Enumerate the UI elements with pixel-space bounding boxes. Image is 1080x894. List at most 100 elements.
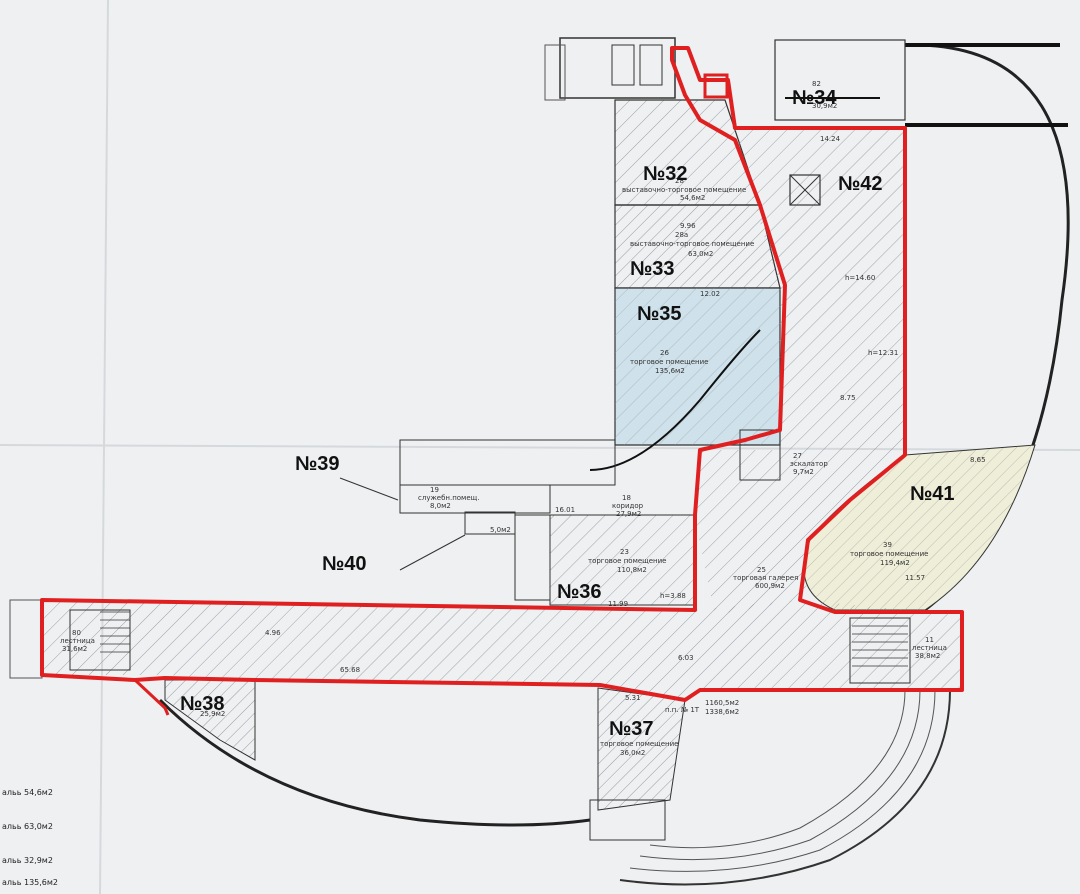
room-36-label: №36 bbox=[557, 581, 602, 603]
outline-notch bbox=[133, 678, 170, 716]
room-39-outline[interactable] bbox=[399, 484, 551, 514]
top-right-rooms bbox=[774, 39, 906, 121]
left-stair-area: 31,6м2 bbox=[62, 645, 87, 653]
room-35-area-text: 135,6м2 bbox=[655, 367, 685, 375]
legend-line-2: альь 63,0м2 bbox=[2, 822, 53, 831]
wc-room bbox=[639, 44, 663, 86]
room-41-number: 39 bbox=[883, 541, 892, 549]
room-33-label: №33 bbox=[630, 258, 675, 280]
dim-603: 6.03 bbox=[678, 654, 694, 662]
left-stair-number: 80 bbox=[72, 629, 81, 637]
room-42-label: №42 bbox=[838, 173, 883, 195]
legend-line-3: альь 32,9м2 bbox=[2, 856, 53, 865]
facade-curve-bottom bbox=[158, 698, 591, 827]
room-37-label: №37 bbox=[609, 718, 654, 740]
stair-block bbox=[544, 44, 566, 101]
legend-line-4: альь 135,6м2 bbox=[2, 878, 58, 887]
room-38-area-text: 25,9м2 bbox=[200, 710, 225, 718]
paper-fold-line bbox=[99, 0, 109, 894]
escalator-title: эскалатор bbox=[790, 460, 828, 468]
room-36-area-text: 110,8м2 bbox=[617, 566, 647, 574]
right-stair-title: лестница bbox=[912, 644, 947, 652]
gallery-area: 600,9м2 bbox=[755, 582, 785, 590]
totals-line1: 1160,5м2 bbox=[705, 699, 739, 707]
room-37-dim: 5.31 bbox=[625, 694, 641, 702]
right-stair-number: 11 bbox=[925, 636, 934, 644]
gallery-number: 25 bbox=[757, 566, 766, 574]
room-39-title: служебн.помещ. bbox=[418, 494, 479, 502]
room-33-dim: 9.96 bbox=[680, 222, 696, 230]
dim-875: 8.75 bbox=[840, 394, 856, 402]
right-stair-steps bbox=[852, 625, 908, 667]
dim-h2: h=12.31 bbox=[868, 349, 898, 357]
gallery-area[interactable] bbox=[42, 600, 962, 700]
leased-area-outline bbox=[40, 46, 964, 702]
room-40-pointer bbox=[399, 534, 466, 571]
room-35-dim: 12.02 bbox=[700, 290, 720, 298]
left-stair-title: лестница bbox=[60, 637, 95, 645]
corridor-number: 18 bbox=[622, 494, 631, 502]
room-33-number: 28а bbox=[675, 231, 688, 239]
right-stair bbox=[849, 617, 911, 684]
room-34-area: 30,9м2 bbox=[812, 102, 837, 110]
room-40-area-text: 5,0м2 bbox=[490, 526, 511, 534]
totals-unit: п.п. № 1Т bbox=[665, 706, 700, 714]
room-34-label: №34 bbox=[792, 87, 837, 109]
entrance-steps bbox=[629, 689, 936, 872]
room-39-area-text: 8,0м2 bbox=[430, 502, 451, 510]
left-stair-steps bbox=[100, 611, 130, 653]
room-41-dim: 8.65 bbox=[970, 456, 986, 464]
room-39-pointer bbox=[339, 477, 399, 501]
room-41-label: №41 bbox=[910, 483, 955, 505]
room-36-title: торговое помещение bbox=[588, 557, 666, 565]
lift-shaft bbox=[789, 174, 821, 206]
corridor-area: 27,9м2 bbox=[616, 510, 641, 518]
room-38-label: №38 bbox=[180, 693, 225, 715]
escalator-area: 9,7м2 bbox=[793, 468, 814, 476]
marker-line bbox=[589, 329, 761, 471]
corridor-title: коридор bbox=[612, 502, 644, 510]
entrance-steps bbox=[639, 689, 921, 861]
escalator-block bbox=[739, 429, 781, 481]
room-39-label: №39 bbox=[295, 453, 340, 475]
room-35-title: торговое помещение bbox=[630, 358, 708, 366]
room-35-label: №35 bbox=[637, 303, 682, 325]
wc-room bbox=[611, 44, 635, 86]
lift-shaft-cross bbox=[789, 174, 821, 206]
dim-1157: 11.57 bbox=[905, 574, 925, 582]
room-35-hatch bbox=[615, 288, 780, 445]
room-41-title: торговое помещение bbox=[850, 550, 928, 558]
room-39-number: 19 bbox=[430, 486, 439, 494]
room-41-hatch bbox=[803, 445, 1035, 610]
entrance-steps bbox=[619, 689, 951, 886]
dim-h1: h=14.60 bbox=[845, 274, 875, 282]
room-37-area-text: 36,0м2 bbox=[620, 749, 645, 757]
room-36-number: 23 bbox=[620, 548, 629, 556]
escalator-number: 27 bbox=[793, 452, 802, 460]
room-41-area-text: 119,4м2 bbox=[880, 559, 910, 567]
legend-line-1: альь 54,6м2 bbox=[2, 788, 53, 797]
room-34-number: 82 bbox=[812, 80, 821, 88]
dim-6568: 65.68 bbox=[340, 666, 360, 674]
room-33-title: выставочно-торговое помещение bbox=[630, 240, 754, 248]
entrance-steps bbox=[649, 689, 906, 849]
room-32-label: №32 bbox=[643, 163, 688, 185]
room-42-area[interactable] bbox=[695, 128, 905, 615]
room-42-dim: 14.24 bbox=[820, 135, 841, 143]
room-36-dim: 11.99 bbox=[608, 600, 628, 608]
lobby-entrance bbox=[589, 799, 666, 841]
room-37-title: торговое помещение bbox=[600, 740, 678, 748]
room-35-number: 26 bbox=[660, 349, 669, 357]
right-stair-area: 38,8м2 bbox=[915, 652, 940, 660]
dim-h3: h=3.88 bbox=[660, 592, 686, 600]
room-33-area-text: 63,0м2 bbox=[688, 250, 713, 258]
outline-top-notch bbox=[703, 73, 729, 99]
left-stair bbox=[69, 609, 131, 671]
gallery-title: торговая галерея bbox=[733, 574, 798, 582]
dim-1601: 16.01 bbox=[555, 506, 575, 514]
room-40-label: №40 bbox=[322, 553, 367, 575]
room-32-title: выставочно-торговое помещение bbox=[622, 186, 746, 194]
room-32-number: 28 bbox=[675, 177, 684, 185]
room-32-area-text: 54,6м2 bbox=[680, 194, 705, 202]
